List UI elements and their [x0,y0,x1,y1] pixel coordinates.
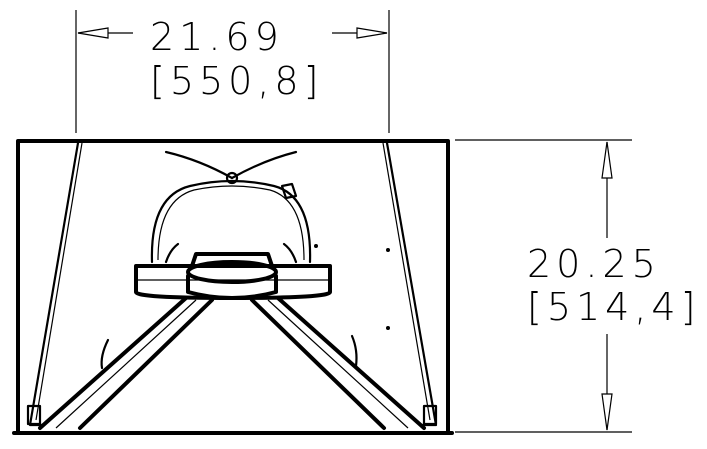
foot-left [26,404,42,426]
width-value-inches: 21.69 [150,15,284,59]
marker-dot-2 [386,248,390,252]
inner-panel-left-2 [35,142,83,421]
top-arm-left [164,150,234,180]
leg-left-outer [38,296,188,430]
outer-frame [12,139,454,435]
leg-left-inner [78,298,214,430]
collar-ellipse [186,260,278,284]
inner-panel-right-2 [382,142,431,421]
height-dimension: 20.25 [514,4] [455,139,700,433]
inner-panel-right [385,141,438,427]
marker-dot-1 [314,244,318,248]
leg-right-mid [267,299,409,429]
dome-arm-right [282,242,298,264]
width-dimension: 21.69 [550,8] [75,10,390,133]
hook-right [350,334,358,368]
height-value-inches: 20.25 [527,242,661,286]
inner-panel-left [28,141,80,427]
product-outline [12,139,454,435]
width-arrow-right [356,27,388,39]
collar-base [186,274,278,300]
width-arrow-left [77,27,109,39]
dome-inner [157,185,305,261]
marker-dot-3 [386,326,390,330]
top-hub [225,171,239,185]
leg-left-mid [55,299,197,429]
hook-left [100,338,110,370]
dome-body [150,179,312,264]
foot-right [422,404,438,426]
height-value-mm: [514,4] [527,285,700,329]
height-arrow-bottom [601,393,613,431]
top-arm-right [230,150,298,180]
width-value-mm: [550,8] [150,59,323,103]
leg-right-inner [276,296,426,430]
height-arrow-top [601,141,613,179]
leg-right-outer [250,298,386,430]
dome-tab [280,182,298,200]
dome-arm-left [164,242,180,264]
